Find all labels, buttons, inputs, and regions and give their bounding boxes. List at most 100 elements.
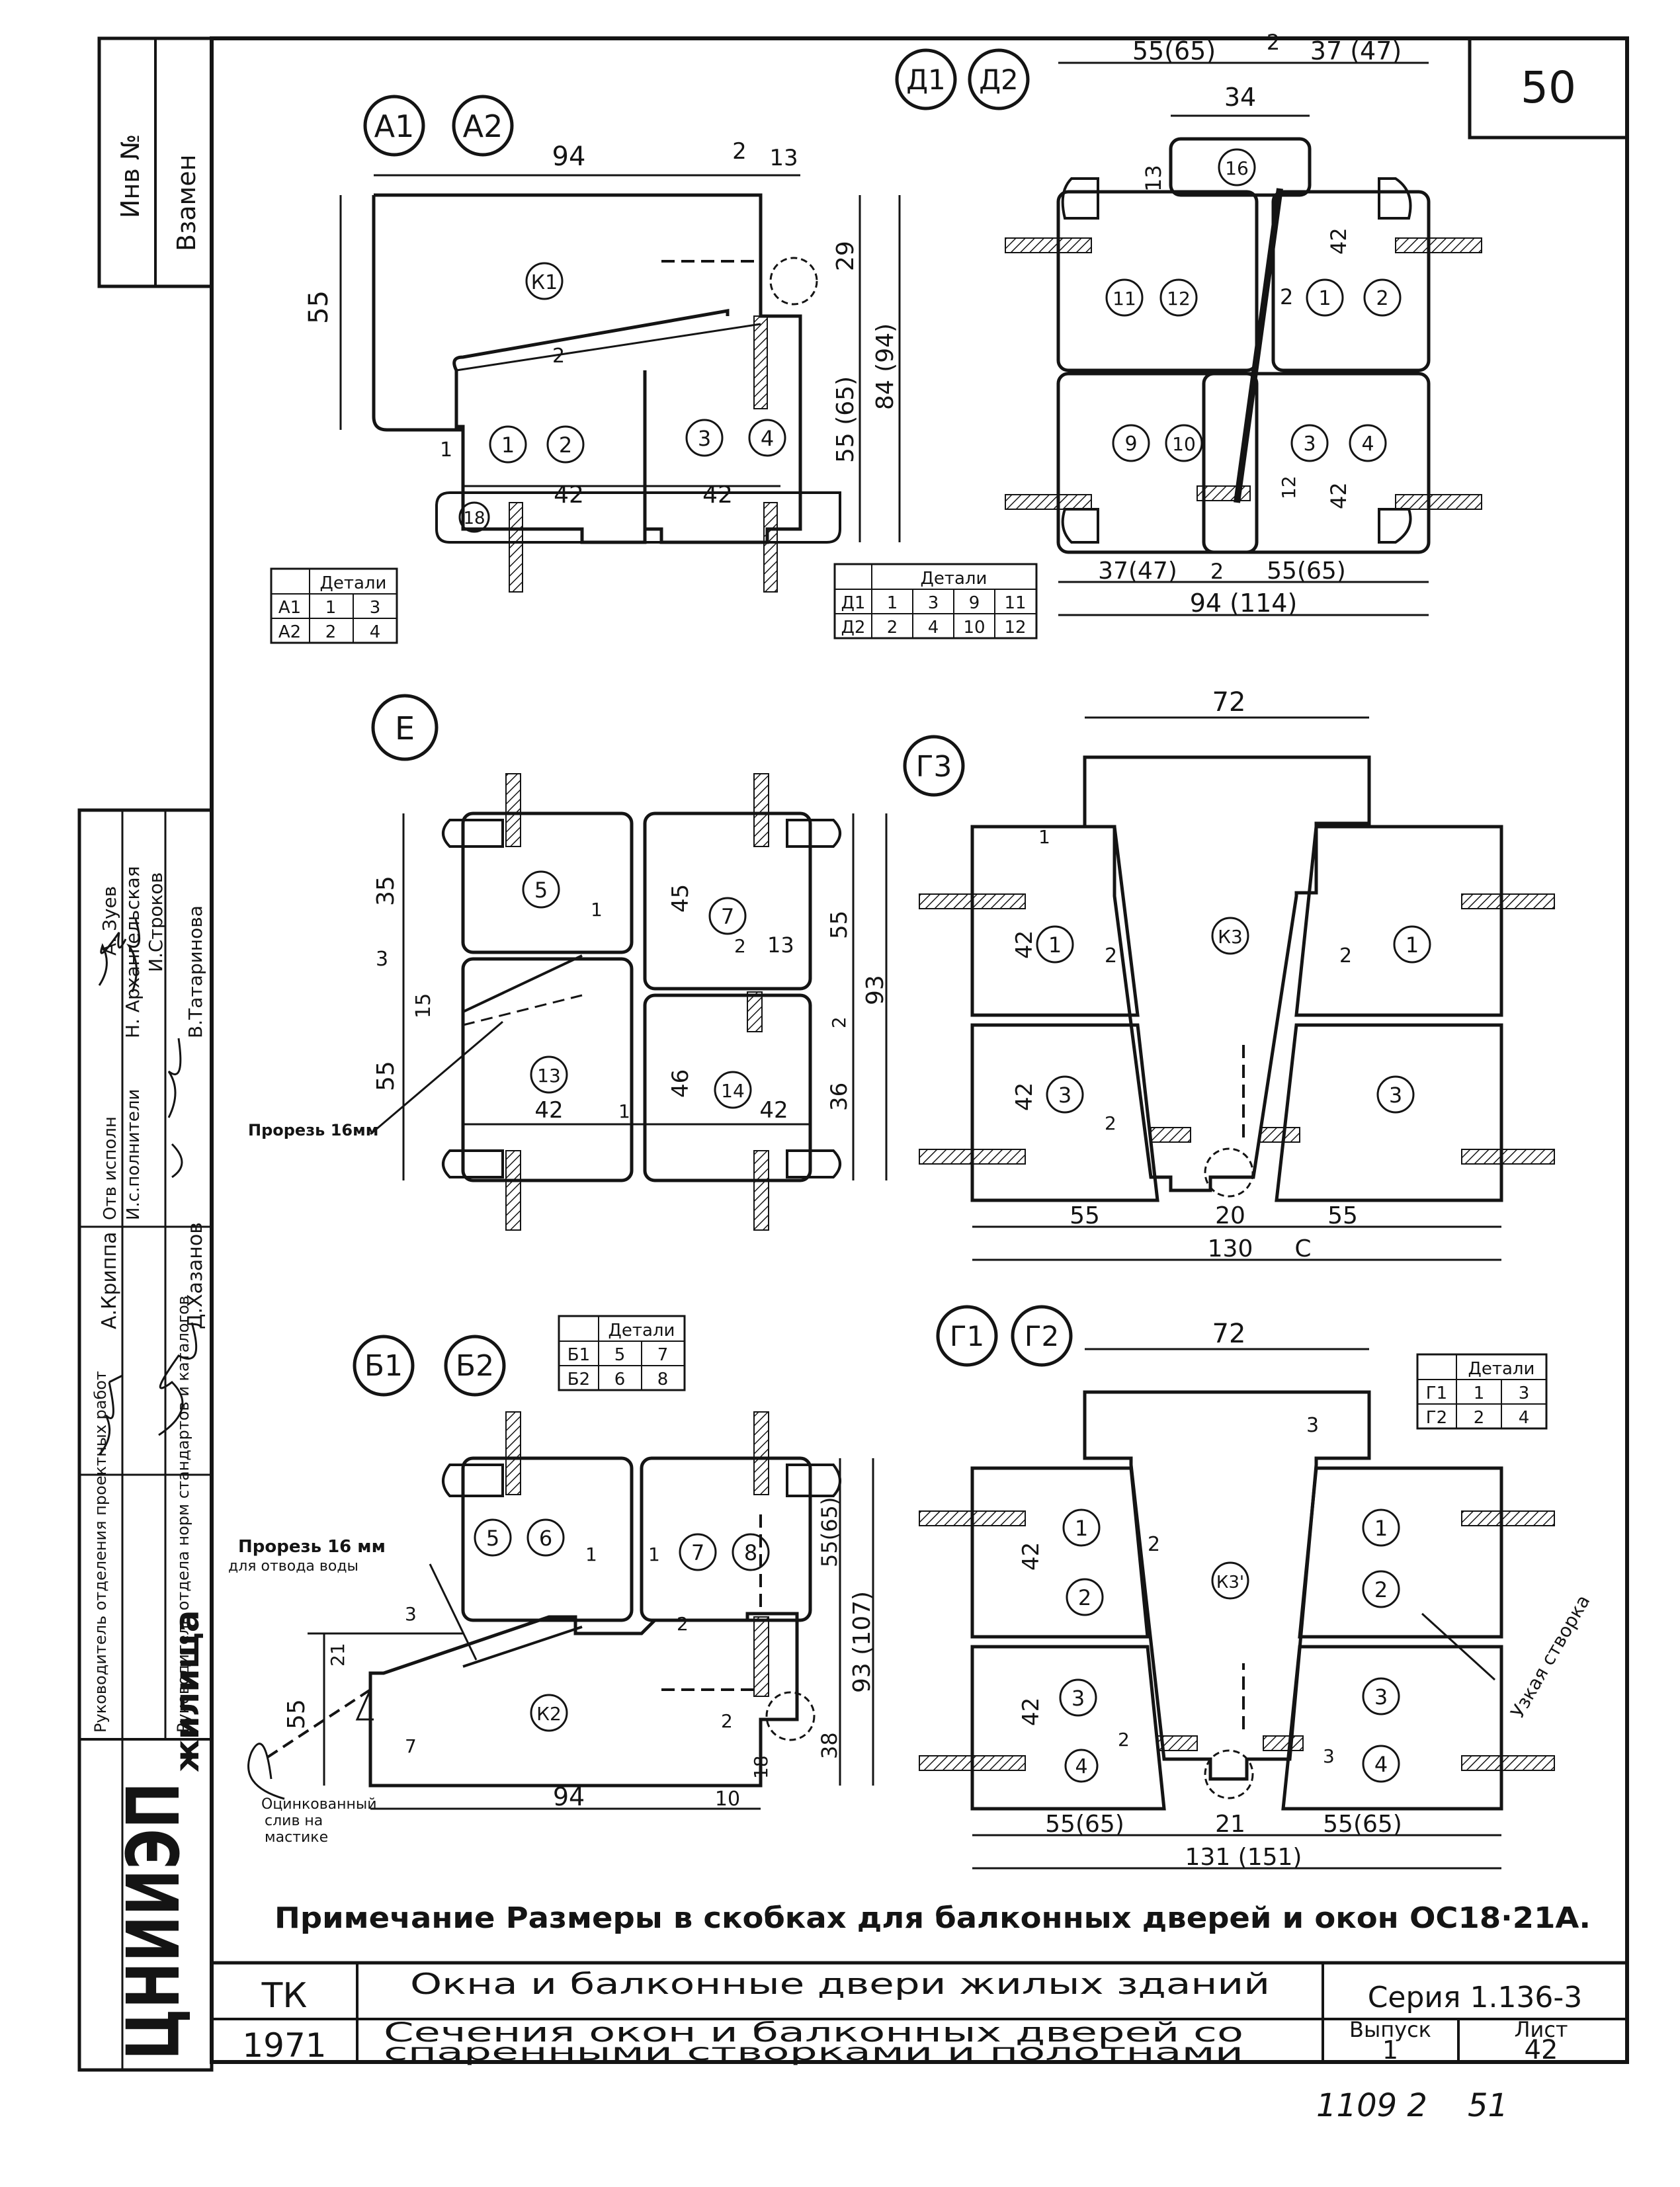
sheet-label: Лист	[1514, 2017, 1568, 2042]
parts-table-a: Детали А1 1 3 А2 2 4	[270, 567, 398, 644]
dim-e-42-left: 42	[534, 1097, 563, 1124]
table-d-cell: 4	[928, 618, 939, 638]
table-d-cell: Д2	[841, 618, 866, 638]
page-number-box	[1468, 36, 1629, 140]
role-name-1: А.Криппа	[98, 1231, 121, 1329]
dim-b-2-b: 2	[721, 1710, 733, 1732]
part-g-k3p: К3'	[1216, 1573, 1244, 1592]
dim-e-45: 45	[667, 884, 694, 913]
dim-b-7: 7	[405, 1735, 417, 1757]
part-g-3-left: 3	[1071, 1686, 1085, 1711]
part-e-5: 5	[534, 878, 548, 903]
parts-table-g: Детали Г1 1 3 Г2 2 4	[1416, 1353, 1548, 1430]
dim-b-55: 55	[283, 1699, 310, 1729]
dim-g-3-bottom: 3	[1323, 1745, 1335, 1767]
title-subtitle-2: спаренными створками и полотнами	[384, 2039, 1243, 2066]
dim-g3-2-bottom: 2	[1105, 1112, 1116, 1134]
part-g3-k3: К3	[1218, 926, 1243, 948]
dim-a-1: 1	[440, 438, 452, 462]
dim-d-13: 13	[1141, 165, 1166, 192]
part-g-1-left: 1	[1075, 1516, 1088, 1541]
dim-a-42-left: 42	[554, 481, 584, 509]
part-d-11: 11	[1113, 288, 1136, 309]
team-name-3: И.Строков	[145, 872, 167, 972]
dim-g-72: 72	[1212, 1319, 1246, 1349]
dim-d-42-top: 42	[1326, 227, 1351, 255]
part-g-3-right: 3	[1374, 1684, 1388, 1710]
table-a-cell: 2	[325, 622, 337, 642]
dim-a-2: 2	[732, 138, 747, 165]
dim-b-1-b: 1	[648, 1544, 660, 1565]
dim-e-35: 35	[372, 876, 399, 906]
dim-g3-55-left: 55	[1070, 1202, 1100, 1229]
dim-a-84-94: 84 (94)	[872, 323, 899, 410]
part-b-5: 5	[486, 1526, 499, 1551]
table-b-cell: 6	[614, 1370, 626, 1389]
dim-d-55-65-top: 55(65)	[1132, 36, 1216, 65]
signature-1	[98, 919, 141, 993]
table-b-cell: 5	[614, 1345, 626, 1365]
dim-g3-130: 130	[1208, 1235, 1253, 1262]
section-b: Б1 Б2 1 1 55(65) 93 (107) 3 21 55 7 2 2 …	[228, 1335, 876, 1846]
role-1: Руководитель отделения проектных работ	[91, 1371, 110, 1733]
table-b-cell: 8	[657, 1370, 669, 1389]
dim-b-2-a: 2	[677, 1613, 689, 1635]
table-d-cell: 11	[1004, 593, 1026, 613]
dim-g-3-top: 3	[1306, 1414, 1319, 1437]
part-d-12: 12	[1167, 288, 1191, 309]
part-b-8: 8	[744, 1540, 757, 1565]
title-series: Серия 1.136-3	[1368, 1981, 1583, 2014]
section-tag-g2: Г2	[1025, 1320, 1059, 1352]
dim-d-2-bottom: 2	[1210, 559, 1224, 584]
dim-d-42-bottom: 42	[1326, 482, 1351, 509]
dim-e-1-bottom: 1	[618, 1100, 630, 1122]
dim-a-13: 13	[769, 145, 798, 171]
dim-e-3: 3	[376, 948, 388, 971]
dim-b-38: 38	[817, 1732, 842, 1759]
dim-g3-2-right: 2	[1339, 944, 1352, 968]
part-a-18: 18	[463, 509, 485, 528]
table-a-cell: 1	[325, 598, 337, 618]
table-d-cell: 10	[963, 618, 985, 638]
table-g-cell: 3	[1519, 1383, 1530, 1403]
dim-g3-42-bottom: 42	[1011, 1083, 1038, 1111]
table-g-cell: 1	[1474, 1383, 1485, 1403]
table-d-cell: Д1	[841, 593, 866, 613]
signature-3	[98, 1374, 123, 1456]
part-d-3: 3	[1303, 433, 1316, 456]
part-e-14: 14	[721, 1080, 745, 1102]
dim-b-55-65: 55(65)	[817, 1497, 842, 1567]
dim-a-55-65: 55 (65)	[832, 376, 859, 463]
dim-g3-c: С	[1294, 1235, 1311, 1262]
institute-suffix: жилища	[168, 1610, 206, 1772]
title-subtitle-1: Сечения окон и балконных дверей со	[384, 2018, 1243, 2048]
institute-logo: ЦНИИЭП	[111, 1782, 196, 2060]
dim-g3-72: 72	[1212, 687, 1246, 718]
section-tag-d2: Д2	[979, 63, 1019, 96]
dim-d-2-mid: 2	[1280, 284, 1293, 309]
title-code: ТК	[261, 1976, 308, 2016]
dim-g-55-65-left: 55(65)	[1045, 1811, 1124, 1838]
table-g-cell: 4	[1519, 1408, 1530, 1428]
table-d-cell: 3	[928, 593, 939, 613]
narrow-leaf-label: Узкая створка	[1506, 1591, 1594, 1721]
dim-b-21: 21	[327, 1643, 349, 1667]
role-2: Руководитель отдела норм стандартов и ка…	[174, 1296, 192, 1733]
dim-b-18: 18	[750, 1755, 772, 1779]
parts-table-b: Детали Б1 5 7 Б2 6 8	[558, 1315, 686, 1391]
dim-g-2-bottom: 2	[1118, 1729, 1130, 1751]
table-b-cell: Б1	[567, 1345, 590, 1365]
dimension-note: Примечание Размеры в скобках для балконн…	[274, 1901, 1591, 1935]
flashing-label-3: мастике	[265, 1829, 328, 1846]
part-b-6: 6	[539, 1526, 552, 1551]
dim-g3-1: 1	[1038, 826, 1050, 848]
dim-d-12: 12	[1278, 475, 1300, 499]
part-d-16: 16	[1225, 157, 1249, 179]
part-e-7: 7	[721, 904, 734, 929]
part-b-k2: К2	[536, 1703, 562, 1725]
dim-g3-55-right: 55	[1327, 1202, 1358, 1229]
cut-label-b-2: для отвода воды	[228, 1558, 358, 1575]
dim-d-34: 34	[1224, 83, 1256, 112]
table-g-cell: Г2	[1426, 1408, 1447, 1428]
table-a-cell: А1	[278, 598, 301, 618]
